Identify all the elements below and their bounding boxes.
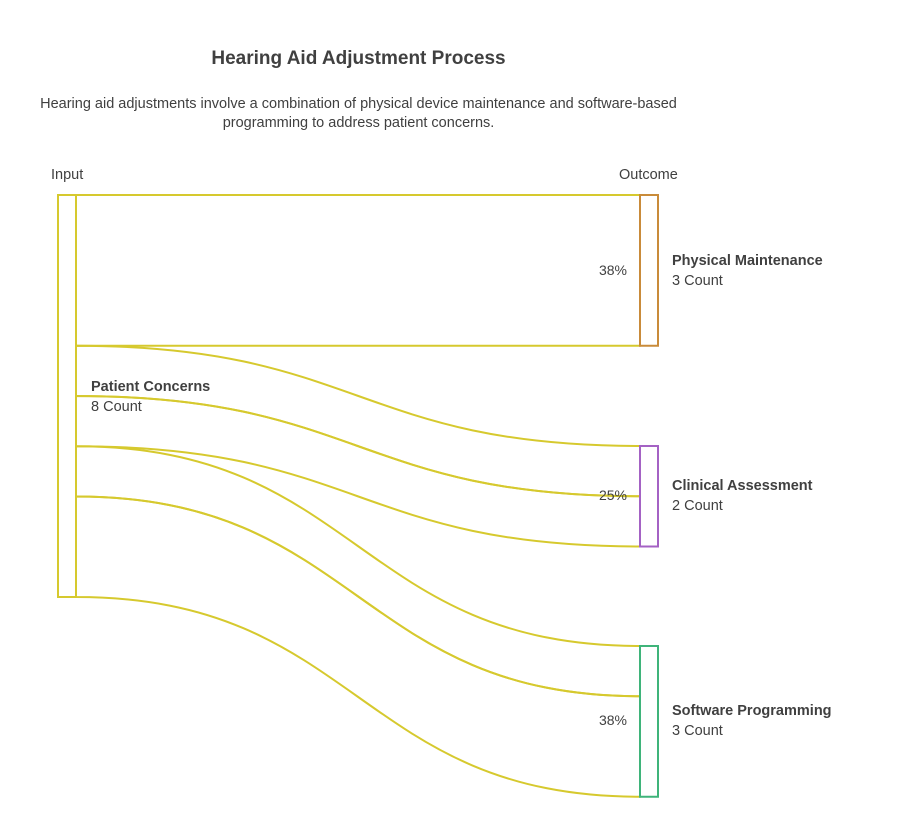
sankey-link <box>75 344 641 498</box>
target-node-name: Clinical Assessment <box>672 478 813 494</box>
input-column-label: Input <box>51 167 84 183</box>
source-node <box>57 194 77 598</box>
page-subtitle: Hearing aid adjustments involve a combin… <box>40 96 677 131</box>
sankey-link <box>75 495 641 798</box>
sankey-link <box>75 445 641 698</box>
target-node-count: 2 Count <box>672 498 723 514</box>
source-node-count: 8 Count <box>91 399 142 415</box>
percent-label-software: 38% <box>598 712 627 728</box>
target-node-name: Software Programming <box>672 703 832 719</box>
outcome-column-label: Outcome <box>619 167 678 183</box>
sankey-link <box>75 193 641 347</box>
percent-label-physical: 38% <box>598 262 627 278</box>
target-node-label-software: Software Programming 3 Count <box>672 701 832 741</box>
target-node-name: Physical Maintenance <box>672 253 823 269</box>
sankey-link <box>75 394 641 548</box>
target-node-label-physical: Physical Maintenance 3 Count <box>672 251 823 291</box>
target-node-label-clinical: Clinical Assessment 2 Count <box>672 476 813 516</box>
target-node-count: 3 Count <box>672 273 723 289</box>
source-node-name: Patient Concerns <box>91 379 211 395</box>
target-node-count: 3 Count <box>672 723 723 739</box>
percent-label-clinical: 25% <box>598 487 627 503</box>
source-node-label: Patient Concerns 8 Count <box>91 377 210 417</box>
target-node <box>639 194 659 347</box>
page-title: Hearing Aid Adjustment Process <box>211 48 506 69</box>
target-node <box>639 645 659 798</box>
target-node <box>639 445 659 548</box>
